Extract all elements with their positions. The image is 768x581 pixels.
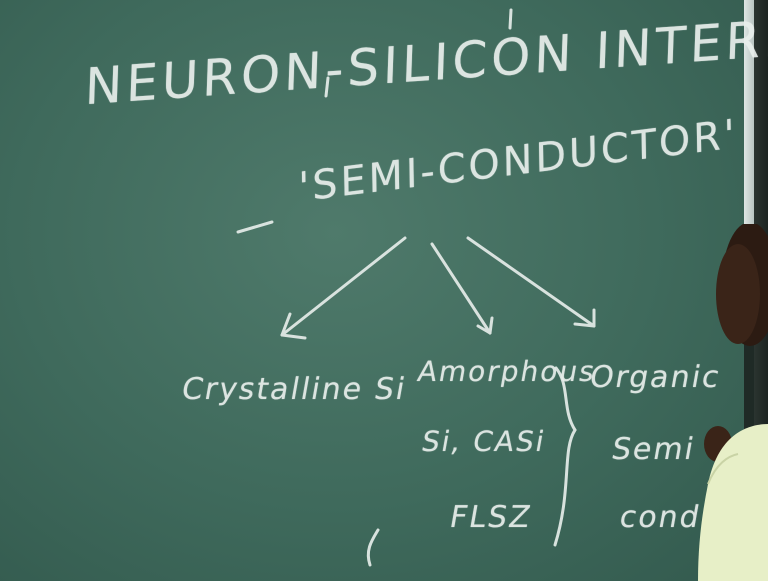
arrow-to-organic xyxy=(466,236,596,328)
lecturer-figure xyxy=(698,224,768,581)
arrow-to-amorphous xyxy=(430,242,492,335)
chalkboard xyxy=(0,0,744,581)
bottom-scribble xyxy=(366,528,380,567)
arrow-to-crystalline xyxy=(280,236,407,337)
arrowhead-organic xyxy=(573,308,596,328)
title-tick-2 xyxy=(508,8,513,30)
lecturer-shirt xyxy=(698,424,768,581)
semiconductor-dash xyxy=(236,220,274,234)
amorphous-brace xyxy=(553,366,577,547)
board-edge-light xyxy=(744,0,754,235)
arrowhead-crystalline xyxy=(280,312,307,340)
arrowhead-amorphous xyxy=(476,316,494,335)
lecturer-face xyxy=(716,244,760,344)
title-tick-1 xyxy=(324,76,330,98)
